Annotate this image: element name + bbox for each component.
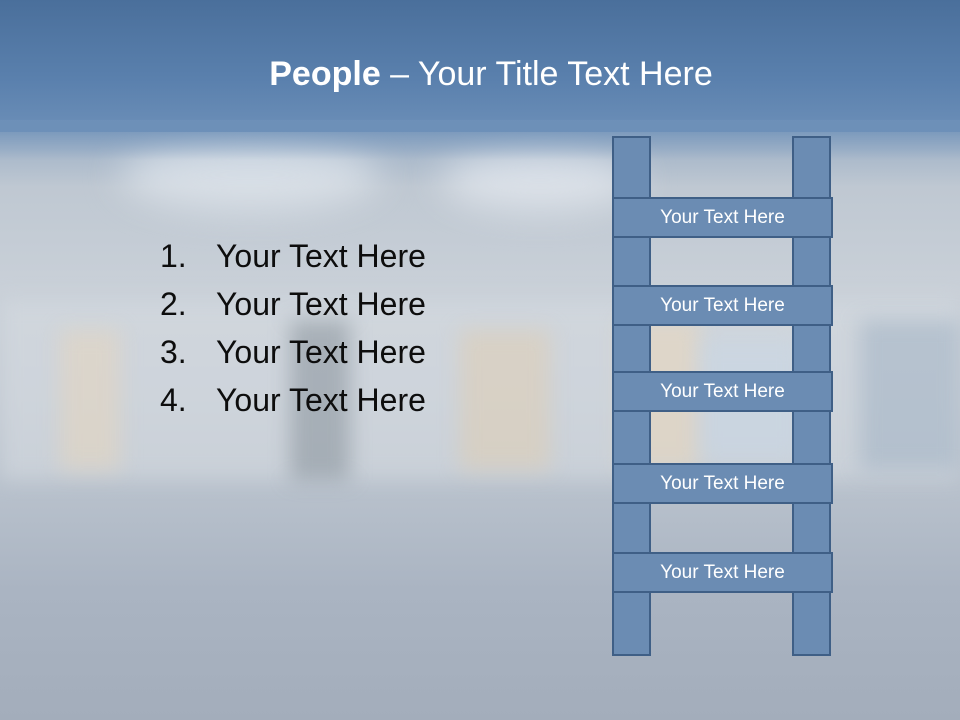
ladder-rung-1: Your Text Here <box>612 197 833 238</box>
list-item: 3. Your Text Here <box>160 328 426 376</box>
slide-title: People – Your Title Text Here <box>0 52 960 96</box>
list-item-number: 4. <box>160 382 187 418</box>
list-item-text: Your Text Here <box>216 334 426 370</box>
header-band <box>0 0 960 132</box>
title-bold-part: People <box>269 55 381 93</box>
list-item: 1. Your Text Here <box>160 232 426 280</box>
list-item-number: 3. <box>160 334 187 370</box>
list-item-text: Your Text Here <box>216 238 426 274</box>
ladder-rung-4: Your Text Here <box>612 463 833 504</box>
list-item-text: Your Text Here <box>216 286 426 322</box>
ladder-rung-5: Your Text Here <box>612 552 833 593</box>
numbered-list: 1. Your Text Here 2. Your Text Here 3. Y… <box>160 232 426 424</box>
title-rest-part: – Your Title Text Here <box>380 55 713 93</box>
list-item: 4. Your Text Here <box>160 376 426 424</box>
list-item-text: Your Text Here <box>216 382 426 418</box>
ladder-rung-2: Your Text Here <box>612 285 833 326</box>
list-item-number: 1. <box>160 238 187 274</box>
list-item: 2. Your Text Here <box>160 280 426 328</box>
ladder-rung-3: Your Text Here <box>612 371 833 412</box>
list-item-number: 2. <box>160 286 187 322</box>
